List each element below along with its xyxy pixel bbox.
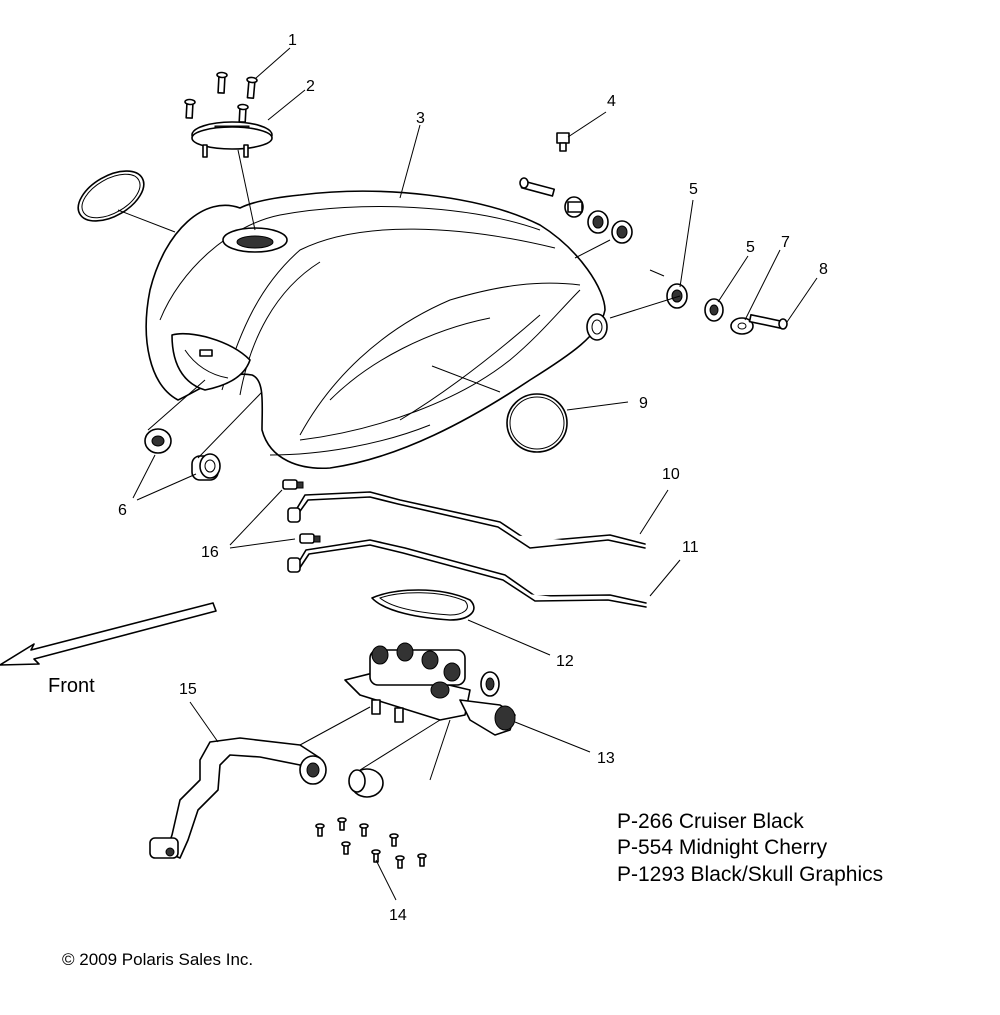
- copyright-text: © 2009 Polaris Sales Inc.: [62, 950, 253, 969]
- gasket-ring-left: [77, 170, 145, 222]
- fuel-hose-part-15: [149, 737, 327, 859]
- callout-3: 3: [416, 110, 425, 127]
- callout-4: 4: [607, 93, 616, 110]
- fuel-tank-part-3: [145, 190, 608, 470]
- callout-11: 11: [682, 539, 699, 556]
- front-direction-arrow: [0, 602, 217, 666]
- callout-13: 13: [597, 750, 615, 767]
- fuel-pump-part-13: [344, 642, 516, 798]
- callout-15: 15: [179, 681, 197, 698]
- front-label: Front: [48, 675, 95, 697]
- pump-screws-part-14: [315, 817, 427, 869]
- callout-12: 12: [556, 653, 574, 670]
- fuel-lines-part-10-11: [287, 491, 647, 608]
- color-legend: P-266 Cruiser Black P-554 Midnight Cherr…: [617, 810, 883, 886]
- leader-lines: [117, 47, 818, 901]
- tank-badge-part-9: [506, 393, 568, 453]
- fuel-cap-ring-part-2: [191, 121, 273, 158]
- callout-10: 10: [662, 466, 680, 483]
- callout-14: 14: [389, 907, 407, 924]
- screw-set-part-1: [184, 71, 258, 123]
- callout-8: 8: [819, 261, 828, 278]
- grommets-part-6: [144, 428, 221, 481]
- callout-9: 9: [639, 395, 648, 412]
- legend-line-2: P-554 Midnight Cherry: [617, 836, 828, 859]
- callout-6: 6: [118, 502, 127, 519]
- callout-5a: 5: [689, 181, 698, 198]
- callout-2: 2: [306, 78, 315, 95]
- callout-labels: 1 2 3 4 5 5 6 7 8 9 10 11 12 13 14 15 16: [118, 32, 828, 924]
- clamps-part-16: [282, 479, 321, 544]
- legend-line-1: P-266 Cruiser Black: [617, 810, 804, 833]
- mount-bolt-part-4: [519, 132, 633, 244]
- legend-line-3: P-1293 Black/Skull Graphics: [617, 863, 883, 886]
- callout-1: 1: [288, 32, 297, 49]
- pump-gasket-part-12: [371, 589, 475, 621]
- callout-16: 16: [201, 544, 219, 561]
- callout-7: 7: [781, 234, 790, 251]
- callout-5b: 5: [746, 239, 755, 256]
- rear-mount-hardware: [649, 269, 788, 335]
